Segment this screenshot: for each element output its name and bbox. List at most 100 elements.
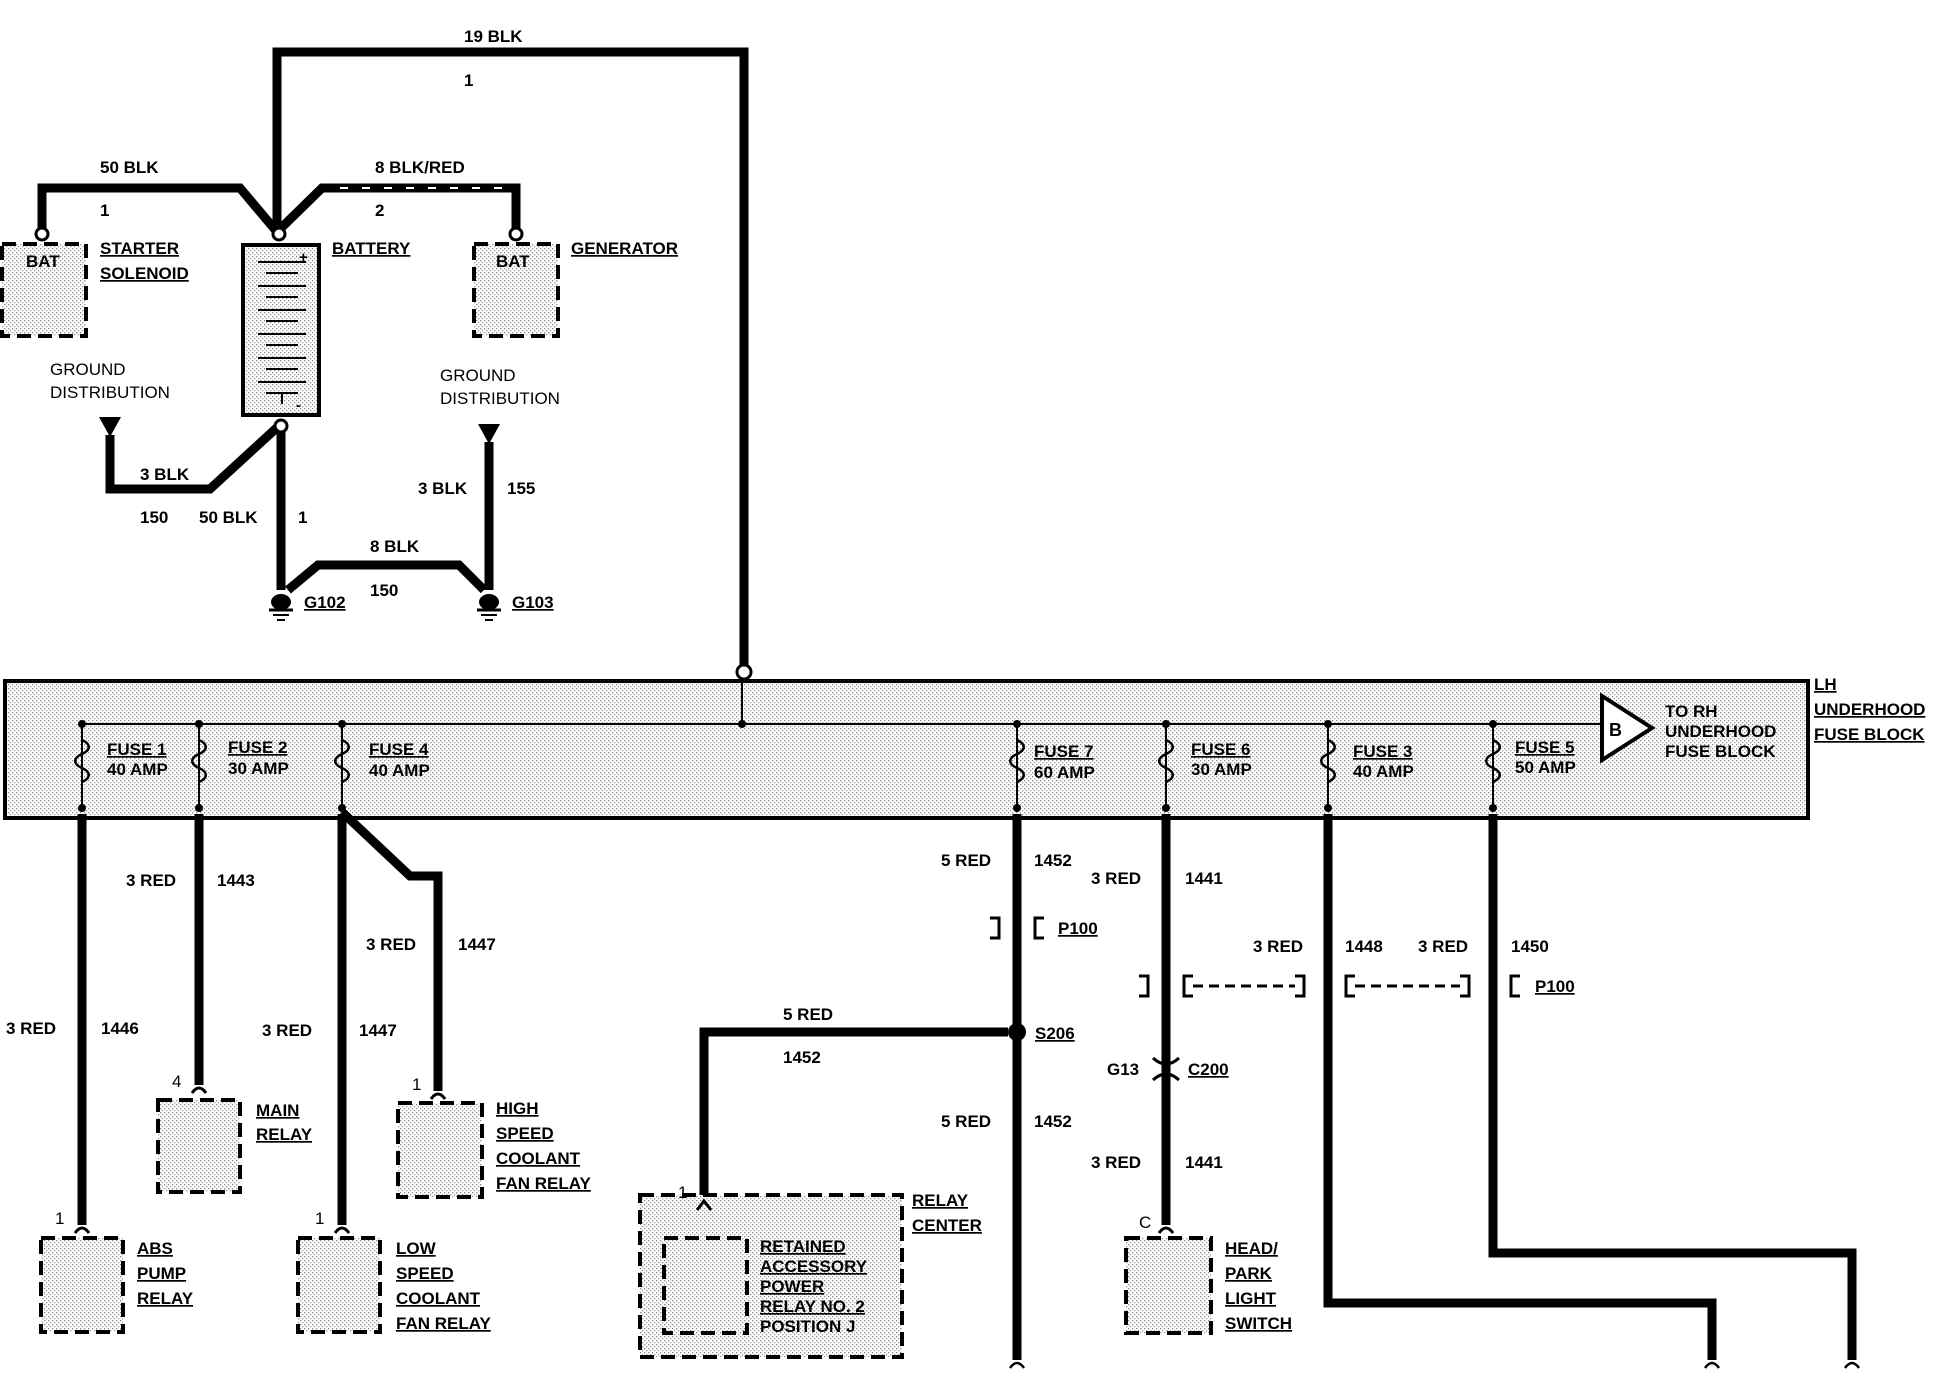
relay-center-label-line2: CENTER bbox=[912, 1216, 982, 1235]
p100-connector-multi-icon bbox=[1139, 974, 1520, 998]
fuse-6-rating: 30 AMP bbox=[1191, 760, 1252, 779]
abs-label-line2: PUMP bbox=[137, 1264, 186, 1283]
fuse-3: FUSE 3 40 AMP bbox=[1320, 720, 1414, 812]
generator-terminal-label: BAT bbox=[496, 252, 530, 271]
wire-1443-circuit: 1443 bbox=[217, 871, 255, 890]
abs-label-line3: RELAY bbox=[137, 1289, 194, 1308]
wire-1450 bbox=[1488, 814, 1857, 1360]
wire-1450-circuit: 1450 bbox=[1511, 937, 1549, 956]
rap-label-line4: RELAY NO. 2 bbox=[760, 1297, 865, 1316]
low-speed-label-line3: COOLANT bbox=[396, 1289, 481, 1308]
wire-19-blk-circuit: 1 bbox=[464, 71, 473, 90]
starter-terminal bbox=[34, 226, 50, 242]
wire-1446-label: 3 RED bbox=[6, 1019, 56, 1038]
battery-negative-terminal bbox=[273, 418, 289, 434]
rap-label-line5: POSITION J bbox=[760, 1317, 855, 1336]
fuse-1-rating: 40 AMP bbox=[107, 760, 168, 779]
wire-50-blk-starter bbox=[37, 183, 281, 235]
wire-1452-label-b: 5 RED bbox=[941, 1112, 991, 1131]
wire-1448 bbox=[1323, 814, 1717, 1360]
wire-1447-low-circuit: 1447 bbox=[359, 1021, 397, 1040]
low-speed-relay-box bbox=[296, 1236, 382, 1334]
wire-3-blk-right-circuit: 155 bbox=[507, 479, 535, 498]
rap-label-line2: ACCESSORY bbox=[760, 1257, 868, 1276]
wire-1441-label-a: 3 RED bbox=[1091, 869, 1141, 888]
fuse-6-icon bbox=[1158, 738, 1174, 784]
wire-8-blk-circuit: 150 bbox=[370, 581, 398, 600]
ground-arrow-left-icon bbox=[99, 417, 121, 437]
high-speed-relay-box bbox=[396, 1101, 484, 1199]
wire-1441-circuit-b: 1441 bbox=[1185, 1153, 1223, 1172]
fuse-3-icon bbox=[1320, 738, 1336, 784]
fuse-block-input-terminal bbox=[735, 663, 753, 681]
generator-box bbox=[472, 242, 560, 338]
wire-3-blk-left bbox=[105, 419, 286, 494]
headlight-label-line1: HEAD/ bbox=[1225, 1239, 1278, 1258]
wire-1452-rap-label: 5 RED bbox=[783, 1005, 833, 1024]
fuse-7-icon bbox=[1009, 738, 1025, 784]
wire-1446-circuit: 1446 bbox=[101, 1019, 139, 1038]
fuse-7: FUSE 7 60 AMP bbox=[1009, 720, 1095, 812]
headlight-pin: C bbox=[1139, 1213, 1151, 1232]
high-speed-pin: 1 bbox=[412, 1075, 421, 1094]
low-speed-pin: 1 bbox=[315, 1209, 324, 1228]
wire-1443-label: 3 RED bbox=[126, 871, 176, 890]
wire-break-icons bbox=[1008, 1361, 1861, 1369]
to-rh-line2: UNDERHOOD bbox=[1665, 722, 1776, 741]
wire-1452-rap-circuit: 1452 bbox=[783, 1048, 821, 1067]
rap-label-line1: RETAINED bbox=[760, 1237, 846, 1256]
wire-8-blk-label: 8 BLK bbox=[370, 537, 420, 556]
wire-19-blk bbox=[272, 47, 749, 665]
s206-label: S206 bbox=[1035, 1024, 1075, 1043]
connector-b-letter: B bbox=[1609, 720, 1622, 740]
fuse-5: FUSE 5 50 AMP bbox=[1485, 720, 1576, 812]
fuse-2-rating: 30 AMP bbox=[228, 759, 289, 778]
ground-g102-icon bbox=[269, 594, 293, 621]
to-rh-line3: FUSE BLOCK bbox=[1665, 742, 1776, 761]
ground-distribution-right-line1: GROUND bbox=[440, 366, 516, 385]
battery-cells-icon bbox=[258, 261, 306, 404]
wire-50-blk-bottom-circuit: 1 bbox=[298, 508, 307, 527]
headlight-label-line2: PARK bbox=[1225, 1264, 1273, 1283]
wire-8-blk-red-circuit: 2 bbox=[375, 201, 384, 220]
battery-box bbox=[241, 243, 321, 417]
fuse-4-rating: 40 AMP bbox=[369, 761, 430, 780]
ground-arrow-right-icon bbox=[478, 424, 500, 444]
fuse-5-name: FUSE 5 bbox=[1515, 738, 1575, 757]
generator-terminal bbox=[508, 226, 524, 242]
g13-label: G13 bbox=[1107, 1060, 1139, 1079]
main-relay-box bbox=[156, 1098, 242, 1194]
fuse-6-name: FUSE 6 bbox=[1191, 740, 1251, 759]
headlight-label-line4: SWITCH bbox=[1225, 1314, 1292, 1333]
fuse-4: FUSE 4 40 AMP bbox=[334, 720, 430, 812]
abs-pin: 1 bbox=[55, 1209, 64, 1228]
fuse-6: FUSE 6 30 AMP bbox=[1158, 720, 1252, 812]
fuse-2-icon bbox=[191, 738, 207, 784]
wire-3-blk-right-label: 3 BLK bbox=[418, 479, 468, 498]
wire-50-blk-bottom-label: 50 BLK bbox=[199, 508, 258, 527]
ground-g103-icon bbox=[477, 594, 501, 621]
g103-label: G103 bbox=[512, 593, 554, 612]
low-speed-label-line4: FAN RELAY bbox=[396, 1314, 491, 1333]
high-speed-label-line2: SPEED bbox=[496, 1124, 554, 1143]
wire-1448-label: 3 RED bbox=[1253, 937, 1303, 956]
battery-positive-terminal bbox=[271, 226, 287, 242]
splice-s206 bbox=[1008, 1023, 1026, 1041]
fuse-2: FUSE 2 30 AMP bbox=[191, 720, 289, 812]
fuse-7-name: FUSE 7 bbox=[1034, 742, 1094, 761]
fuse-5-rating: 50 AMP bbox=[1515, 758, 1576, 777]
battery-minus-sign: - bbox=[296, 397, 301, 414]
ground-distribution-right-line2: DISTRIBUTION bbox=[440, 389, 560, 408]
generator-label: GENERATOR bbox=[571, 239, 678, 258]
wire-1441-label-b: 3 RED bbox=[1091, 1153, 1141, 1172]
lh-fuse-block-label-line2: UNDERHOOD bbox=[1814, 700, 1925, 719]
main-relay-pin: 4 bbox=[172, 1072, 181, 1091]
abs-pump-relay-box bbox=[39, 1236, 125, 1334]
fuse-4-name: FUSE 4 bbox=[369, 740, 429, 759]
abs-label-line1: ABS bbox=[137, 1239, 173, 1258]
wire-1450-label: 3 RED bbox=[1418, 937, 1468, 956]
low-speed-label-line1: LOW bbox=[396, 1239, 437, 1258]
p100-label-b: P100 bbox=[1535, 977, 1575, 996]
fuse-2-name: FUSE 2 bbox=[228, 738, 288, 757]
